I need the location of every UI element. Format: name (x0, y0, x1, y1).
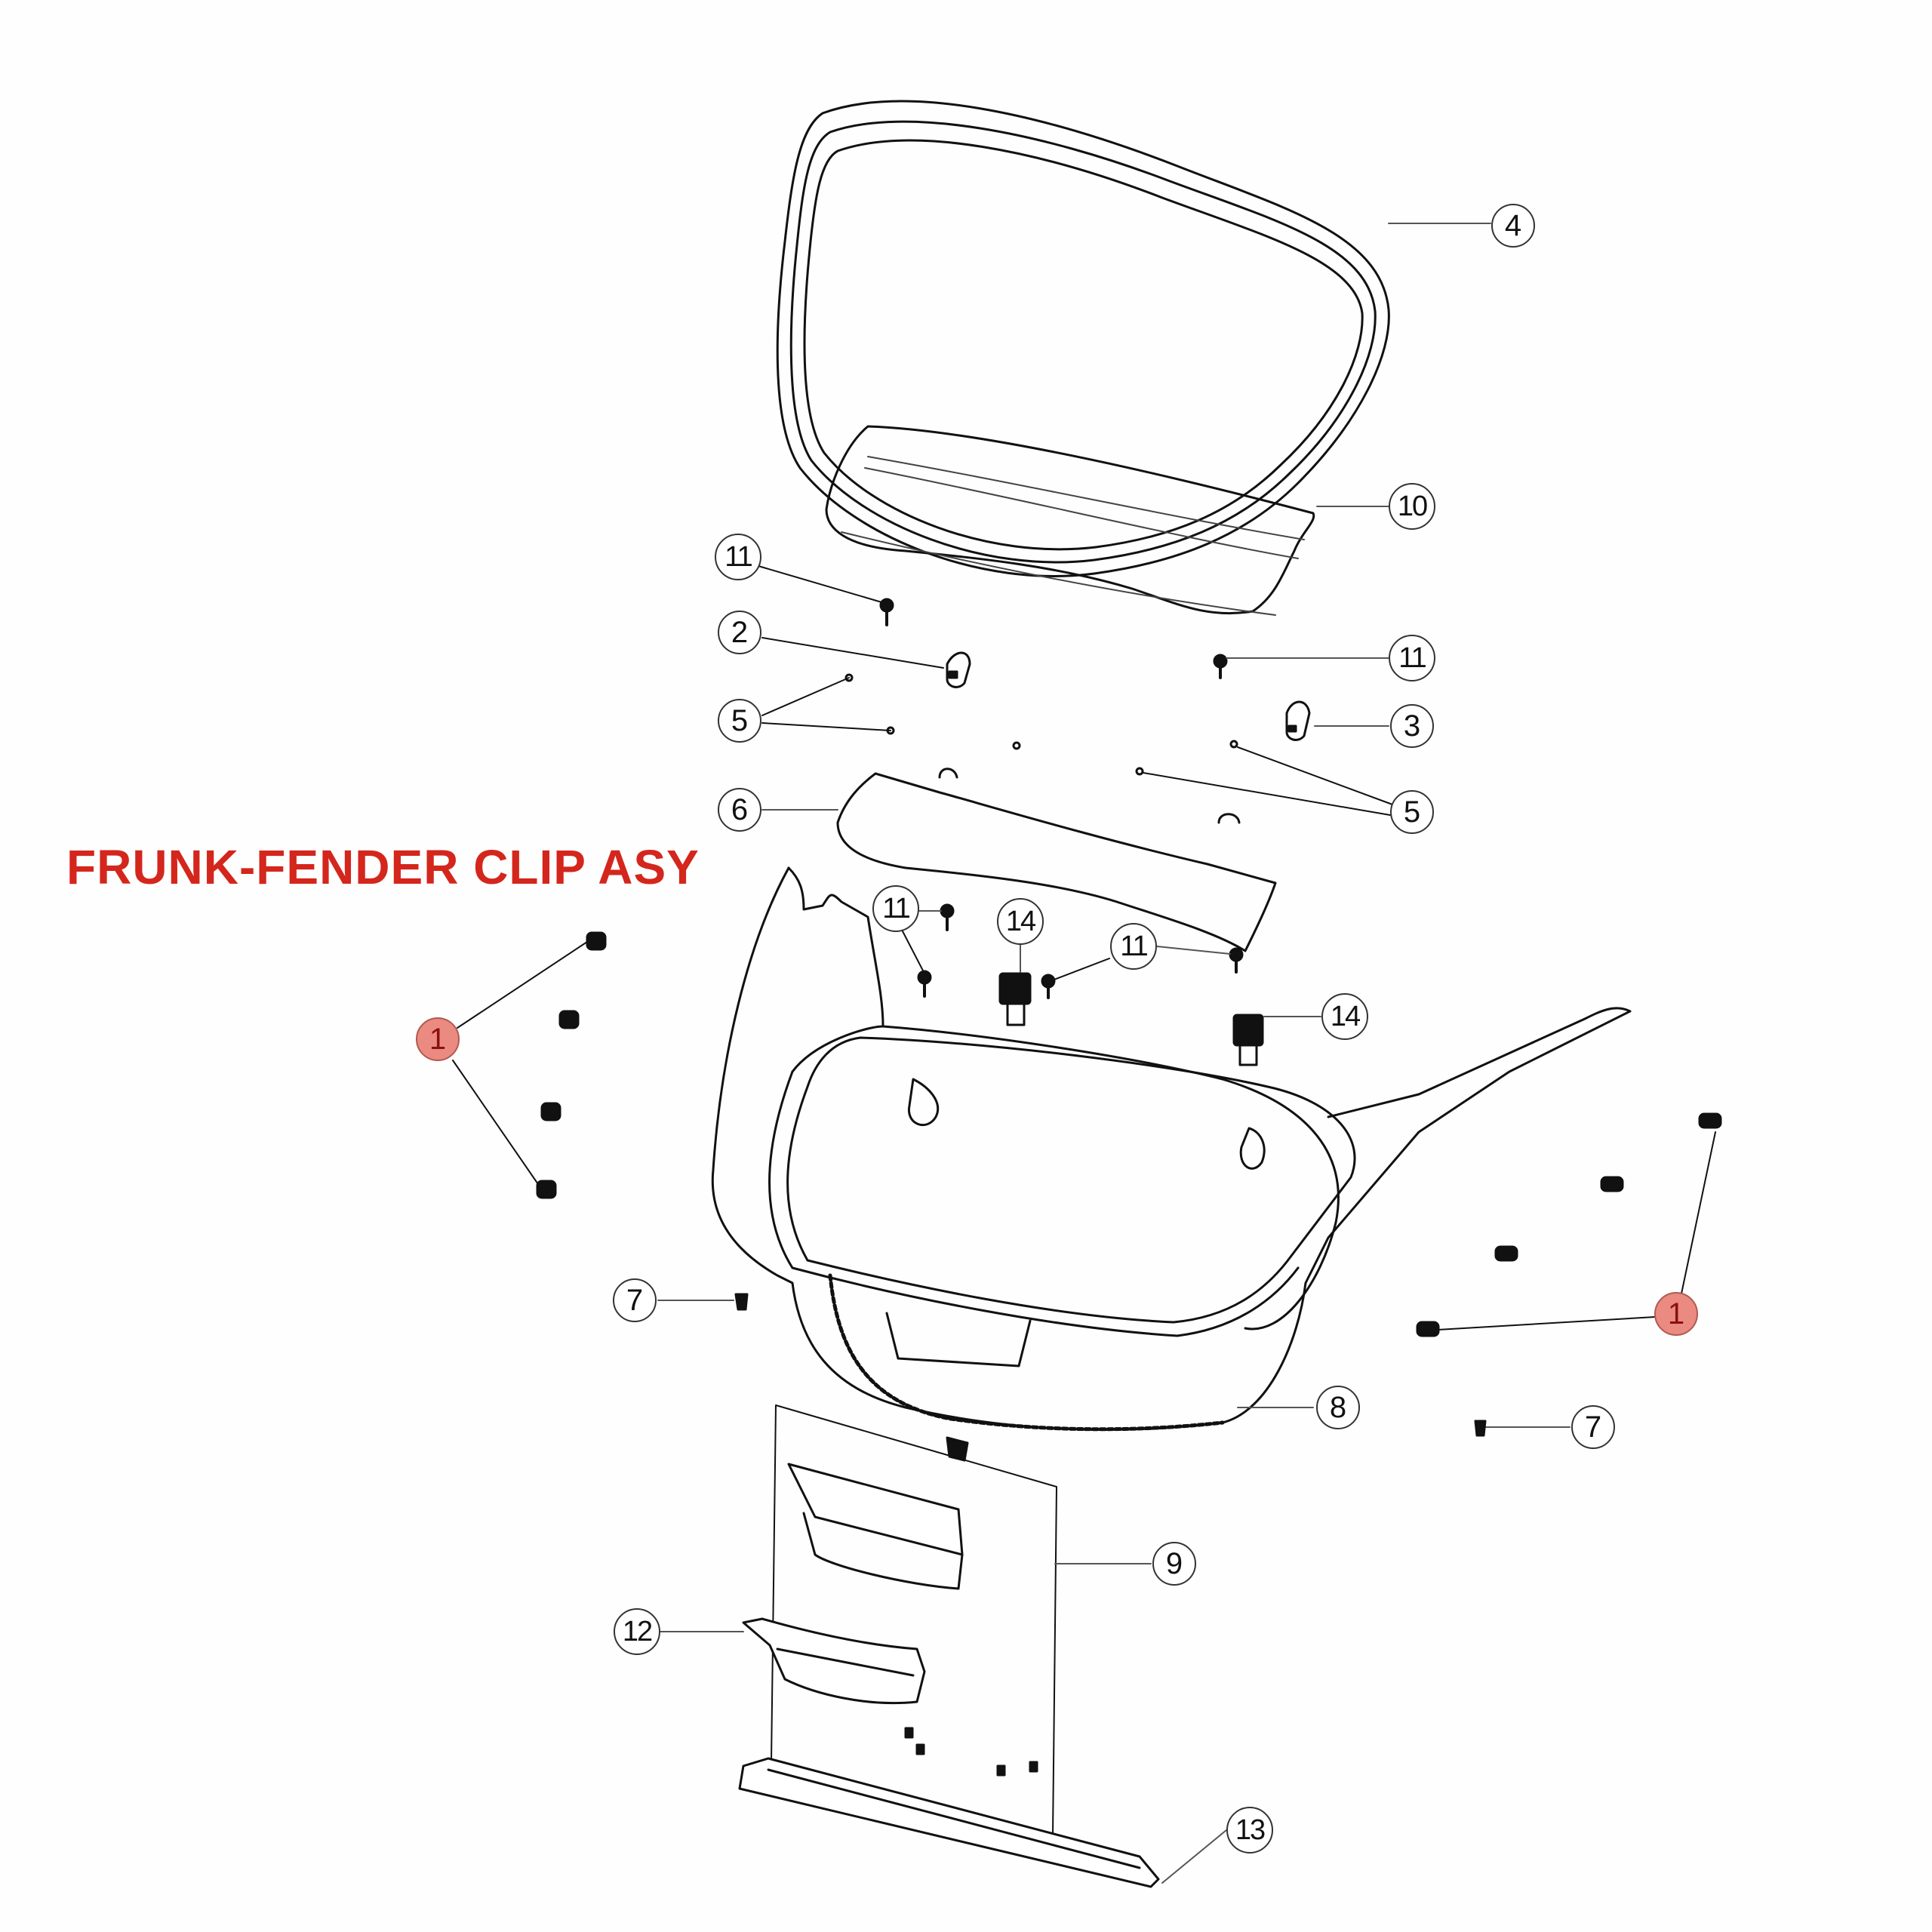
part-7-bumper-stops (657, 1293, 1571, 1437)
callout-push-clip: 11 (715, 534, 761, 580)
part-4-frunk-seal (776, 100, 1491, 577)
part-6-rear-trim-panel (761, 768, 1277, 952)
retainer-clip-icon (1232, 1014, 1264, 1066)
callout-bumper-stop: 7 (1571, 1405, 1615, 1449)
push-clip-icon (940, 903, 955, 931)
assembly-title: FRUNK-FENDER CLIP ASY (66, 840, 700, 894)
callout-small-clip: 5 (718, 699, 761, 743)
part-8-frunk-tub (711, 866, 1632, 1432)
callout-left-hook: 2 (718, 611, 761, 654)
push-clip-icon (1041, 974, 1056, 999)
callout-frunk-fender-clip: 1 (416, 1017, 460, 1061)
callout-lower-trim-strip: 13 (1226, 1807, 1273, 1854)
callout-retainer-clip: 14 (1321, 993, 1368, 1040)
part-10-frunk-cover-panel (825, 425, 1389, 616)
callout-push-clip: 11 (1389, 635, 1435, 681)
callout-push-clip: 11 (872, 885, 919, 932)
callout-bumper-stop: 7 (613, 1278, 657, 1322)
callout-frunk-tub: 8 (1316, 1386, 1360, 1429)
part-9-latch-cover-kit (771, 1404, 1152, 1836)
callout-retainer-clip: 14 (997, 898, 1044, 945)
upper-fasteners (758, 565, 1393, 816)
retainer-clip-icon (998, 972, 1032, 1026)
hook-right-icon (1285, 700, 1311, 741)
callout-rear-trim-panel: 6 (718, 788, 761, 832)
push-clip-icon (879, 598, 894, 626)
push-clip-icon (1229, 947, 1244, 974)
mid-fasteners (901, 903, 1321, 1066)
callout-push-clip: 11 (1110, 923, 1157, 970)
callout-latch-cover-kit: 9 (1152, 1542, 1196, 1586)
callout-frunk-seal: 4 (1491, 204, 1535, 248)
push-clip-icon (1213, 654, 1228, 679)
part-13-lower-trim-strip (738, 1757, 1227, 1888)
callout-small-clip: 5 (1390, 790, 1434, 834)
part-12-handle-bracket (660, 1617, 926, 1705)
part-1-frunk-fender-clips (452, 931, 1722, 1337)
callout-handle-bracket: 12 (614, 1608, 660, 1655)
callout-right-hook: 3 (1390, 704, 1434, 748)
callout-frunk-cover-panel: 10 (1389, 483, 1435, 530)
hook-left-icon (946, 651, 971, 688)
push-clip-icon (917, 970, 932, 998)
callout-frunk-fender-clip: 1 (1654, 1292, 1698, 1336)
